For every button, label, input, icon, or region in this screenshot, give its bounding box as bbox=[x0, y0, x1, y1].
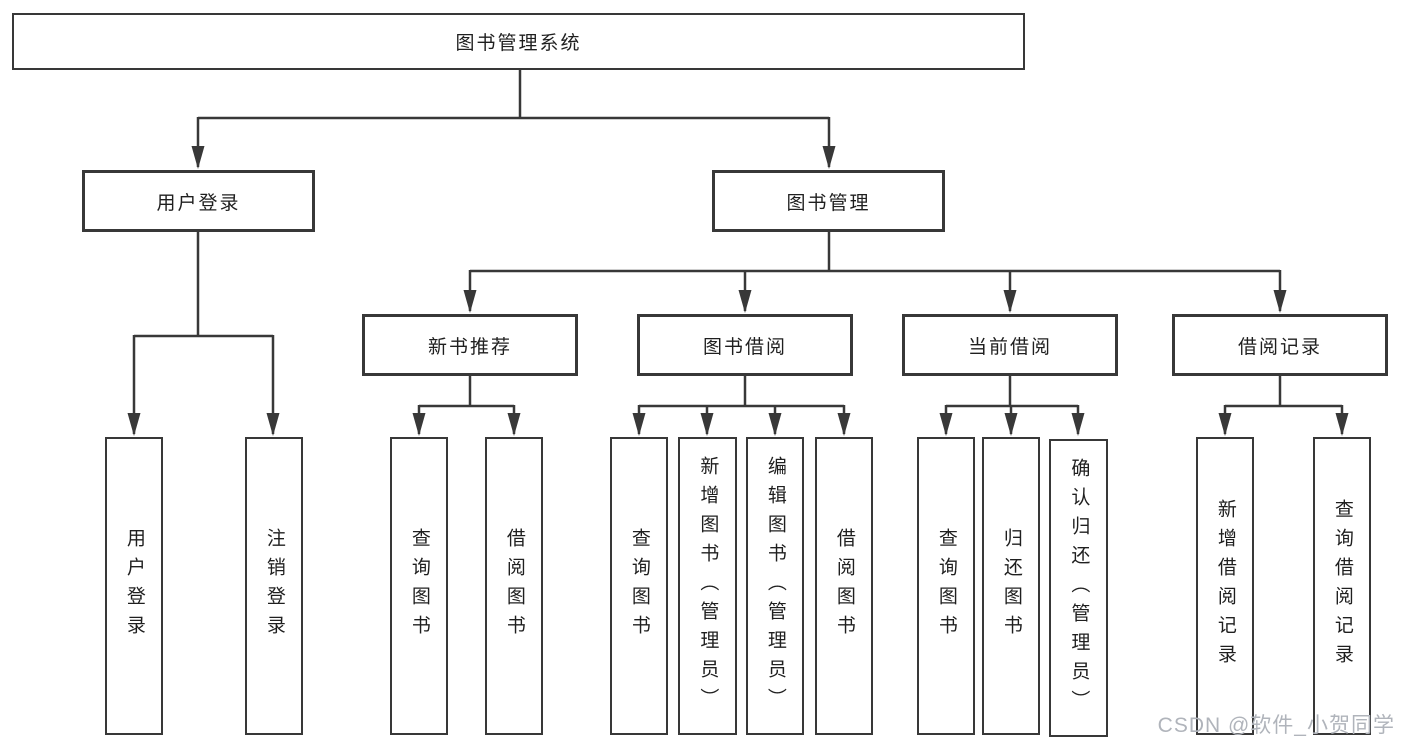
node-label: 借阅记录 bbox=[1237, 336, 1322, 358]
node-new-book-recommend: 新书推荐 bbox=[362, 314, 578, 376]
node-label: 图书管理系统 bbox=[455, 33, 582, 54]
node-cb-query-books: 查询图书 bbox=[917, 437, 975, 735]
node-label: 借阅图书 bbox=[503, 528, 525, 644]
node-cb-return-books: 归还图书 bbox=[982, 437, 1040, 735]
node-cb-confirm-return-admin: 确认归还（管理员） bbox=[1049, 439, 1108, 737]
connector-new-book-recommend-children bbox=[412, 376, 521, 436]
node-label: 新增图书（管理员） bbox=[697, 455, 719, 717]
node-label: 归还图书 bbox=[1000, 528, 1022, 644]
connector-current-borrowing-children bbox=[939, 376, 1085, 436]
node-label: 确认归还（管理员） bbox=[1068, 457, 1090, 719]
node-label: 新书推荐 bbox=[427, 336, 512, 358]
connector-user-login-children bbox=[127, 232, 280, 436]
node-bb-query-books: 查询图书 bbox=[610, 437, 668, 735]
node-borrowing-records: 借阅记录 bbox=[1172, 314, 1388, 376]
node-book-borrowing: 图书借阅 bbox=[637, 314, 853, 376]
node-current-borrowing: 当前借阅 bbox=[902, 314, 1118, 376]
node-user-login-action: 用户登录 bbox=[105, 437, 163, 735]
node-label: 图书借阅 bbox=[702, 336, 787, 358]
node-label: 图书管理 bbox=[786, 192, 871, 214]
node-bb-borrow-books: 借阅图书 bbox=[815, 437, 873, 735]
connector-book-borrowing-children bbox=[632, 376, 851, 436]
node-bb-edit-books-admin: 编辑图书（管理员） bbox=[746, 437, 804, 735]
node-bb-add-books-admin: 新增图书（管理员） bbox=[678, 437, 737, 735]
node-label: 查询借阅记录 bbox=[1331, 499, 1353, 673]
connector-root-to-level2 bbox=[191, 70, 836, 169]
node-label: 当前借阅 bbox=[967, 336, 1052, 358]
node-label: 新增借阅记录 bbox=[1214, 499, 1236, 673]
node-user-login: 用户登录 bbox=[82, 170, 315, 232]
node-label: 借阅图书 bbox=[833, 528, 855, 644]
node-nbr-borrow-books: 借阅图书 bbox=[485, 437, 543, 735]
node-label: 注销登录 bbox=[263, 528, 285, 644]
node-nbr-query-books: 查询图书 bbox=[390, 437, 448, 735]
node-logout: 注销登录 bbox=[245, 437, 303, 735]
node-br-add-record: 新增借阅记录 bbox=[1196, 437, 1254, 735]
node-br-query-record: 查询借阅记录 bbox=[1313, 437, 1371, 735]
node-label: 用户登录 bbox=[156, 192, 241, 214]
csdn-watermark: CSDN @软件_小贺同学 bbox=[1157, 714, 1395, 737]
node-label: 查询图书 bbox=[408, 528, 430, 644]
node-label: 查询图书 bbox=[628, 528, 650, 644]
connector-borrowing-records-children bbox=[1218, 376, 1349, 436]
node-label: 查询图书 bbox=[935, 528, 957, 644]
node-book-management: 图书管理 bbox=[712, 170, 945, 232]
node-label: 编辑图书（管理员） bbox=[764, 455, 786, 717]
node-library-management-system: 图书管理系统 bbox=[12, 13, 1025, 70]
node-label: 用户登录 bbox=[123, 528, 145, 644]
connector-book-management-children bbox=[463, 232, 1287, 313]
